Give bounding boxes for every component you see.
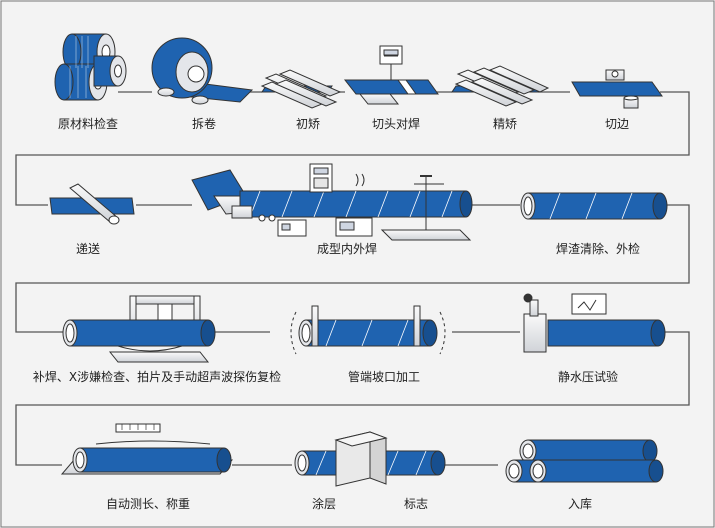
step-label-raw-material-inspection: 原材料检查 <box>57 117 119 131</box>
step-label-measuring-weighing: 自动测长、称重 <box>105 497 191 511</box>
bevelling-illustration <box>290 305 446 355</box>
fine-leveling-illustration <box>451 65 550 107</box>
flow-connectors <box>15 91 690 466</box>
forming-welding-illustration <box>191 163 473 241</box>
step-label-warehousing: 入库 <box>567 497 593 511</box>
step-label-forming-welding: 成型内外焊 <box>316 242 378 256</box>
step-label-coating: 涂层 <box>311 497 337 511</box>
initial-leveling-illustration <box>260 69 342 109</box>
step-label-bevelling: 管端坡口加工 <box>347 370 421 384</box>
coating-illustration <box>294 431 446 487</box>
hydrostatic-test-illustration <box>523 293 666 353</box>
feeding-illustration <box>49 183 135 225</box>
edge-trimming-illustration <box>571 69 663 109</box>
uncoiling-illustration <box>151 37 254 105</box>
end-cutting-butt-welding-illustration <box>343 45 439 105</box>
step-label-initial-leveling: 初矫 <box>295 117 321 131</box>
raw-material-inspection-illustration <box>54 33 127 101</box>
step-label-edge-trimming: 切边 <box>604 117 630 131</box>
step-label-hydrostatic-test: 静水压试验 <box>557 370 619 384</box>
warehousing-illustration <box>505 439 664 483</box>
step-label-feeding: 递送 <box>75 242 101 256</box>
step-label-uncoiling: 拆卷 <box>191 117 217 131</box>
measuring-weighing-illustration <box>60 423 234 475</box>
slag-removal-inspection-illustration <box>520 192 668 220</box>
step-label-end-cutting-butt-welding: 切头对焊 <box>371 117 421 131</box>
step-label-slag-removal-inspection: 焊渣清除、外检 <box>555 242 641 256</box>
repair-ndt-illustration <box>62 295 216 363</box>
step-label-marking: 标志 <box>403 497 429 511</box>
step-label-repair-ndt: 补焊、X涉嫌检查、拍片及手动超声波探伤复检 <box>32 370 282 384</box>
step-label-fine-leveling: 精矫 <box>492 117 518 131</box>
